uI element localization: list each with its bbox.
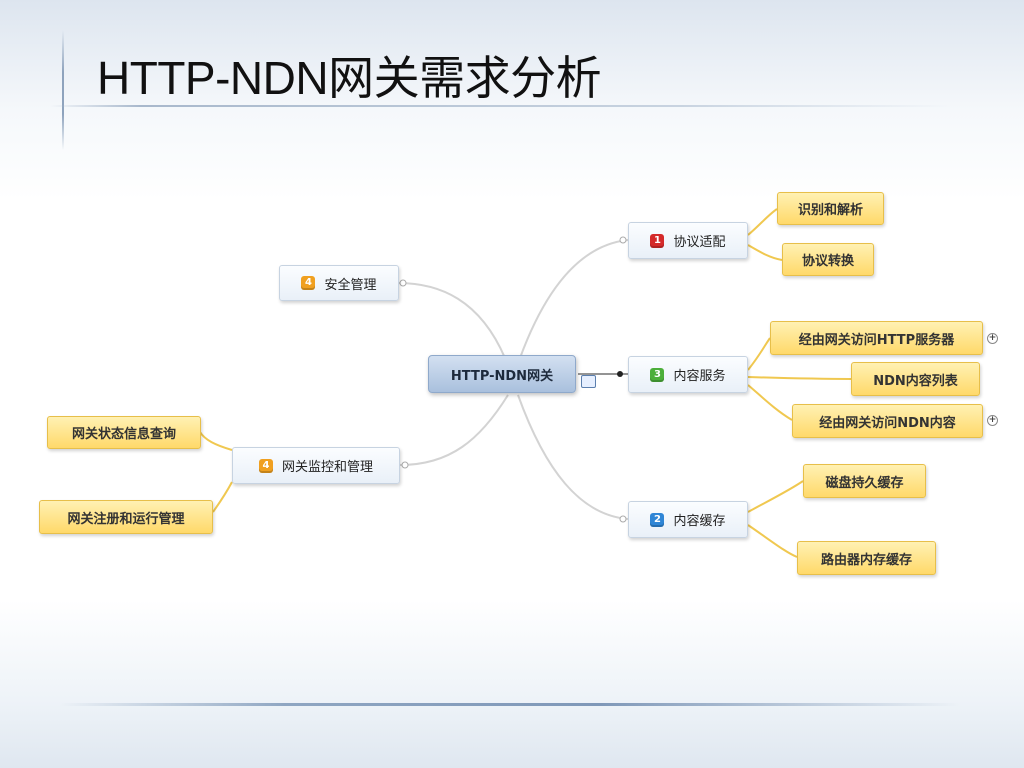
expand-icon[interactable]: +: [987, 415, 998, 426]
root-label: HTTP-NDN网关: [450, 368, 554, 384]
branch-content-cache-label: 内容缓存: [673, 514, 726, 529]
mindmap-root[interactable]: HTTP-NDN网关: [428, 355, 576, 393]
title-divider: [50, 105, 950, 107]
priority-4-icon: 4: [258, 458, 273, 473]
footer-divider: [60, 703, 960, 706]
link-content-ndn: [747, 384, 793, 421]
leaf-http-access[interactable]: 经由网关访问HTTP服务器: [770, 321, 983, 355]
branch-protocol[interactable]: 1 协议适配: [628, 222, 748, 259]
leaf-ndn-access[interactable]: 经由网关访问NDN内容: [792, 404, 983, 438]
link-cache-ram: [747, 524, 798, 558]
branch-protocol-label: 协议适配: [673, 235, 726, 250]
branch-content-service-label: 内容服务: [673, 369, 726, 384]
leaf-disk-cache[interactable]: 磁盘持久缓存: [803, 464, 926, 498]
branch-content-cache[interactable]: 2 内容缓存: [628, 501, 748, 538]
link-root-security: [397, 282, 506, 359]
link-root-protocol: [519, 239, 629, 359]
branch-monitor-label: 网关监控和管理: [281, 460, 373, 475]
link-content-http: [747, 337, 771, 371]
slide-title: HTTP-NDN网关需求分析: [97, 52, 602, 104]
link-root-cache: [517, 394, 629, 520]
leaf-ram-cache[interactable]: 路由器内存缓存: [797, 541, 936, 575]
priority-3-icon: 3: [650, 367, 665, 382]
leaf-register-manage[interactable]: 网关注册和运行管理: [39, 500, 213, 534]
connector-dot: [617, 371, 623, 377]
priority-4-icon: 4: [301, 276, 316, 290]
title-accent-vertical-line: [62, 30, 64, 150]
branch-security[interactable]: 4 安全管理: [279, 265, 399, 301]
link-content-list: [747, 376, 852, 380]
leaf-convert[interactable]: 协议转换: [782, 243, 874, 276]
branch-content-service[interactable]: 3 内容服务: [628, 356, 748, 393]
leaf-status-query[interactable]: 网关状态信息查询: [47, 416, 201, 449]
link-monitor-query: [199, 431, 233, 451]
note-icon[interactable]: note-icon: [581, 375, 596, 388]
expand-icon[interactable]: +: [987, 333, 998, 344]
link-root-monitor: [399, 394, 509, 466]
link-cache-disk: [747, 480, 804, 513]
link-monitor-register: [212, 481, 233, 513]
branch-security-label: 安全管理: [324, 277, 377, 293]
link-protocol-convert: [747, 244, 783, 261]
leaf-ndn-list[interactable]: NDN内容列表: [851, 362, 980, 396]
priority-2-icon: 2: [650, 512, 665, 527]
link-protocol-parse: [747, 208, 778, 236]
priority-1-icon: 1: [650, 233, 665, 248]
branch-monitor[interactable]: 4 网关监控和管理: [232, 447, 400, 484]
leaf-parse[interactable]: 识别和解析: [777, 192, 884, 225]
